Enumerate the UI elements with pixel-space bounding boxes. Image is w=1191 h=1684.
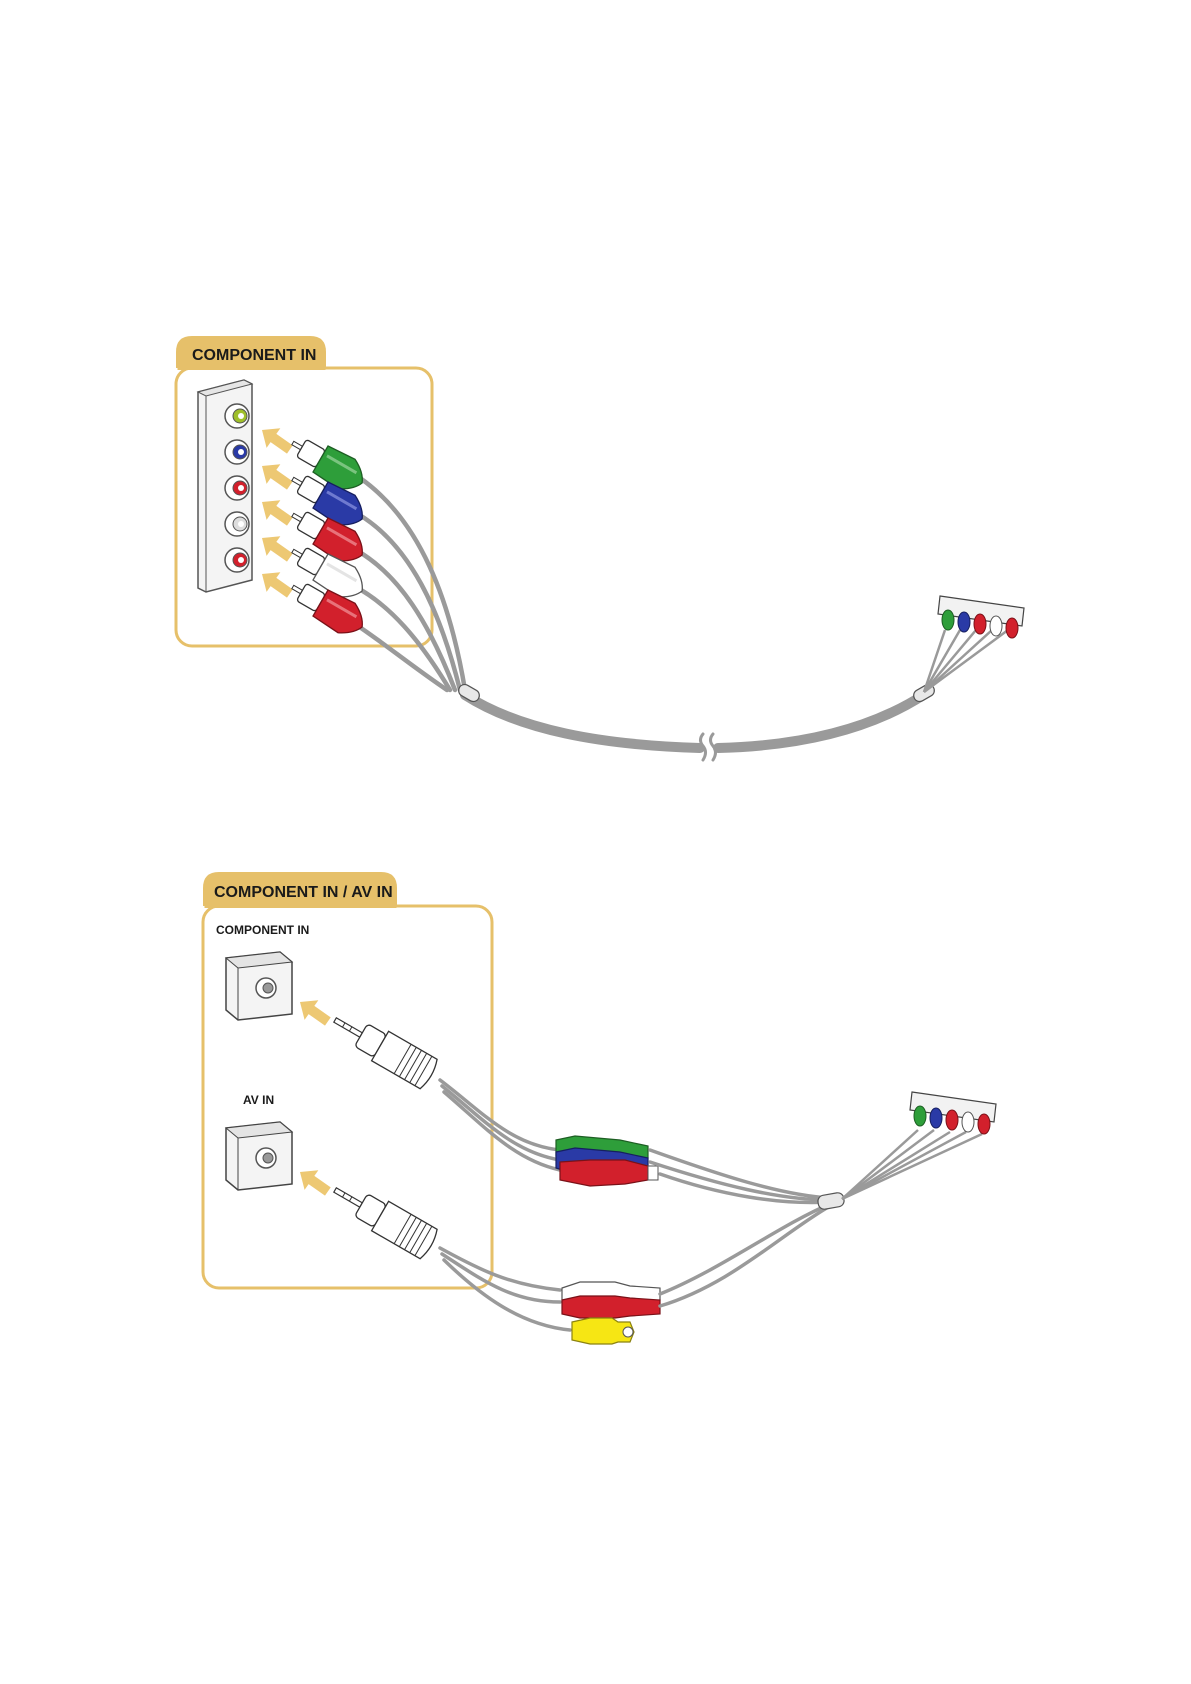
right-fanout-cables-1: [924, 630, 1008, 692]
rca-plug-icon: [572, 1318, 634, 1344]
component-in-tab-label: COMPONENT IN: [192, 347, 316, 364]
jack-socket-icon: [226, 952, 292, 1020]
merge-cables-2: [650, 1150, 830, 1306]
jack-green-yellow: [225, 404, 249, 428]
rca-plug-icon: [990, 616, 1002, 636]
jack-blue: [225, 440, 249, 464]
cable-break-icon: [701, 734, 716, 760]
rca-plug-icon: [958, 612, 970, 632]
main-cable-1: [465, 694, 925, 748]
rca-plug-icon: [946, 1110, 958, 1130]
jack-red: [225, 476, 249, 500]
rca-plug-icon: [930, 1108, 942, 1128]
jack-red-2: [225, 548, 249, 572]
rca-plug-icon: [942, 610, 954, 630]
component-av-in-tab-label: COMPONENT IN / AV IN: [214, 884, 393, 901]
component-adapter-plugs: [556, 1136, 658, 1186]
jack-socket-icon: [226, 1122, 292, 1190]
rca-plug-icon: [914, 1106, 926, 1126]
component-in-socket-label: COMPONENT IN: [216, 923, 309, 937]
diagram-component-in: COMPONENT IN: [176, 336, 1024, 760]
rca-plug-icon: [1006, 618, 1018, 638]
diagram-component-av-in: COMPONENT IN / AV IN COMPONENT IN AV IN: [203, 872, 996, 1344]
av-in-socket-label: AV IN: [243, 1093, 274, 1107]
right-connector-block-2: [910, 1092, 996, 1134]
right-connector-block-1: [938, 596, 1024, 638]
right-fanout-cables-2: [842, 1130, 982, 1199]
ferrite-2: [817, 1192, 845, 1210]
rca-plug-icon: [974, 614, 986, 634]
av-adapter-plugs: [562, 1282, 660, 1344]
rca-plug-icon: [962, 1112, 974, 1132]
rca-plug-icon: [978, 1114, 990, 1134]
rca-plug-icon: [562, 1296, 660, 1318]
jack-white: [225, 512, 249, 536]
